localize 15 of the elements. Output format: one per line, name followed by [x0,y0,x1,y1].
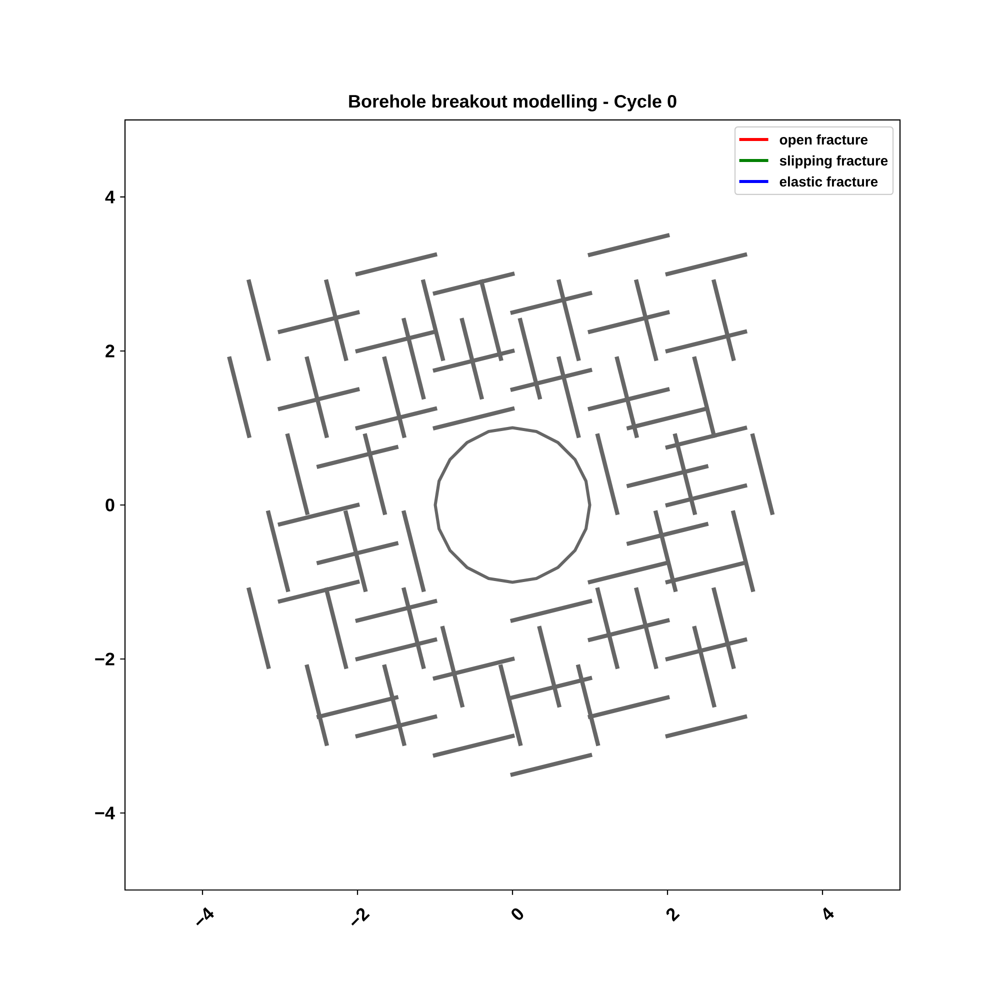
y-tick-label: −4 [95,806,115,820]
legend-label: elastic fracture [780,176,878,187]
legend-label: slipping fracture [780,155,888,168]
y-tick-label: 2 [106,344,114,358]
y-tick-label: −2 [95,652,114,666]
x-tick-label: 2 [666,908,680,922]
borehole-outline [434,426,592,584]
x-tick-label: 0 [512,908,524,920]
x-tick-label: −2 [351,908,370,926]
y-tick-label: 0 [106,498,114,512]
legend-label: open fracture [780,134,868,148]
chart-title: Borehole breakout modelling - Cycle 0 [349,94,676,112]
y-tick-label: 4 [105,190,115,204]
x-tick-label: 4 [823,907,834,920]
x-tick-label: −4 [196,907,214,926]
